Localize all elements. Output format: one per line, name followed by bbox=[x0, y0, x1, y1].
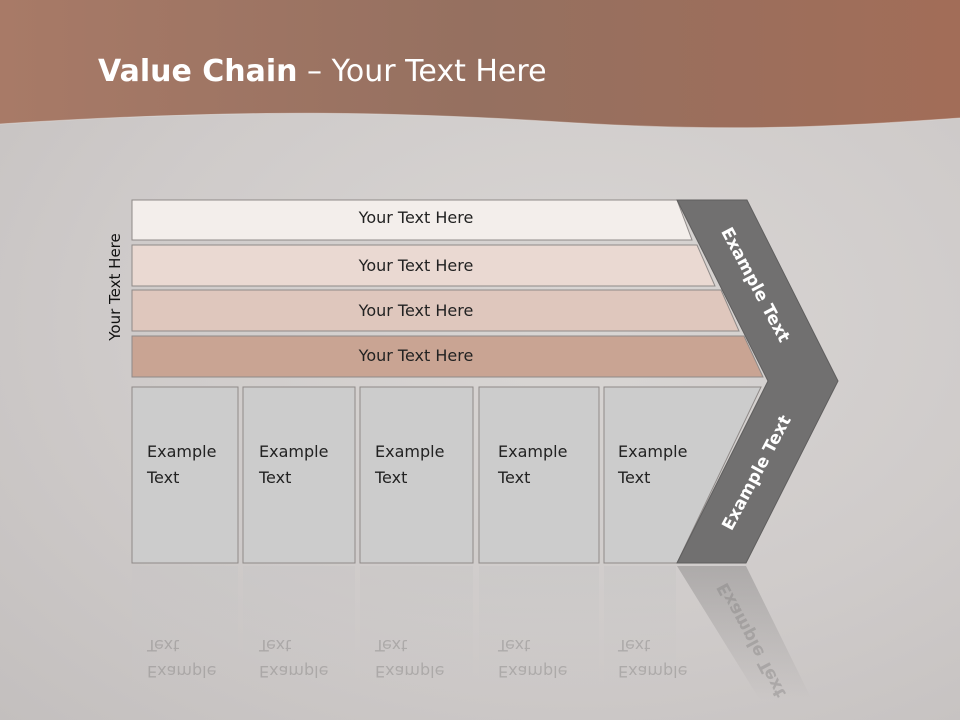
band-shape-1 bbox=[131, 199, 693, 241]
title-bold: Value Chain bbox=[98, 54, 298, 89]
band-shape-3 bbox=[131, 289, 740, 332]
band-label-2: Your Text Here bbox=[358, 256, 474, 275]
header-banner bbox=[0, 0, 960, 128]
band-label-1: Your Text Here bbox=[358, 208, 474, 227]
column-box-4 bbox=[478, 386, 600, 564]
band-label-3: Your Text Here bbox=[358, 301, 474, 320]
chevron-arrow bbox=[676, 199, 839, 564]
side-label: Your Text Here bbox=[106, 233, 124, 341]
slide-title: Value Chain – Your Text Here bbox=[98, 54, 547, 89]
band-label-4: Your Text Here bbox=[358, 346, 474, 365]
column-box-1 bbox=[131, 386, 239, 564]
band-shape-4 bbox=[131, 335, 764, 378]
column-box-3 bbox=[359, 386, 474, 564]
band-shape-2 bbox=[131, 244, 716, 287]
title-rest: – Your Text Here bbox=[297, 54, 547, 89]
column-box-2 bbox=[242, 386, 356, 564]
